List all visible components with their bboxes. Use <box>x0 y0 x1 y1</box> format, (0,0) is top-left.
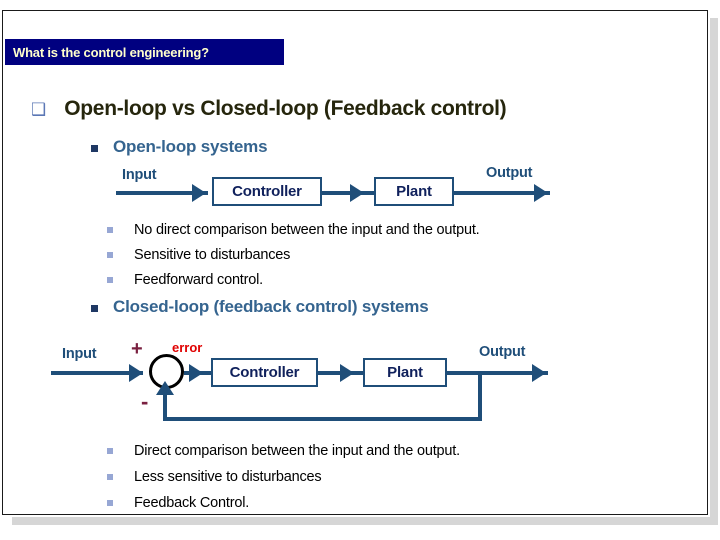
square-bullet-icon <box>91 145 98 152</box>
square-bullet-icon <box>107 448 113 454</box>
open-loop-output-line <box>454 191 550 195</box>
open-loop-input-line <box>116 191 208 195</box>
list-item: Sensitive to disturbances <box>107 247 290 263</box>
summing-junction-plus-sign: + <box>131 338 143 360</box>
subheading-closed-loop: Closed-loop (feedback control) systems <box>113 297 429 316</box>
open-loop-output-label: Output <box>486 165 533 181</box>
closed-loop-mid-arrowhead <box>340 364 354 382</box>
closed-loop-output-line <box>447 371 548 375</box>
slide-shadow-bottom <box>12 517 718 525</box>
closed-loop-error-arrowhead <box>189 364 203 382</box>
open-loop-input-arrowhead <box>192 184 206 202</box>
open-loop-input-label: Input <box>122 167 157 183</box>
closed-loop-plant-block: Plant <box>363 358 447 387</box>
square-bullet-icon <box>107 500 113 506</box>
open-loop-controller-block: Controller <box>212 177 322 206</box>
list-item-label: No direct comparison between the input a… <box>134 222 480 238</box>
closed-loop-controller-label: Controller <box>229 364 300 381</box>
closed-loop-input-line <box>51 371 143 375</box>
closed-loop-controller-block: Controller <box>211 358 318 387</box>
square-bullet-icon <box>91 305 98 312</box>
open-loop-controller-label: Controller <box>232 183 302 200</box>
subheading-open-loop: Open-loop systems <box>113 137 268 156</box>
list-item-label: Feedforward control. <box>134 272 263 288</box>
list-item-label: Sensitive to disturbances <box>134 247 291 263</box>
list-item: Feedforward control. <box>107 272 263 288</box>
feedback-path-arrowhead <box>156 381 174 395</box>
closed-loop-output-label: Output <box>479 344 526 360</box>
square-bullet-icon <box>107 227 113 233</box>
open-loop-plant-block: Plant <box>374 177 454 206</box>
slide-header-band: What is the control engineering? <box>5 39 284 65</box>
feedback-path-vertical-right <box>478 371 482 421</box>
square-bullet-icon: ❑ <box>31 100 47 119</box>
list-item-label: Less sensitive to disturbances <box>134 469 322 485</box>
slide-shadow-right <box>710 18 718 523</box>
open-loop-output-arrowhead <box>534 184 548 202</box>
square-bullet-icon <box>107 474 113 480</box>
feedback-path-vertical-left <box>163 391 167 419</box>
closed-loop-input-label: Input <box>62 346 97 362</box>
closed-loop-input-arrowhead <box>129 364 143 382</box>
open-loop-mid-line <box>322 191 376 195</box>
list-item: Feedback Control. <box>107 495 249 511</box>
page-title: Open-loop vs Closed-loop (Feedback contr… <box>64 97 507 120</box>
list-item-label: Direct comparison between the input and … <box>134 443 460 459</box>
closed-loop-plant-label: Plant <box>387 364 423 381</box>
square-bullet-icon <box>107 252 113 258</box>
subheading-closed-loop-row: Closed-loop (feedback control) systems <box>91 297 429 317</box>
page-title-row: ❑ Open-loop vs Closed-loop (Feedback con… <box>31 97 507 121</box>
list-item: Less sensitive to disturbances <box>107 469 322 485</box>
error-signal-label: error <box>172 340 203 355</box>
feedback-path-horizontal <box>163 417 482 421</box>
square-bullet-icon <box>107 277 113 283</box>
closed-loop-output-arrowhead <box>532 364 546 382</box>
list-item: Direct comparison between the input and … <box>107 443 460 459</box>
slide-header-title: What is the control engineering? <box>13 44 209 60</box>
list-item-label: Feedback Control. <box>134 495 250 511</box>
open-loop-plant-label: Plant <box>396 183 432 200</box>
summing-junction-minus-sign: - <box>141 389 149 414</box>
subheading-open-loop-row: Open-loop systems <box>91 137 268 157</box>
open-loop-mid-arrowhead <box>350 184 364 202</box>
slide-canvas: What is the control engineering? ❑ Open-… <box>2 10 708 515</box>
list-item: No direct comparison between the input a… <box>107 222 480 238</box>
